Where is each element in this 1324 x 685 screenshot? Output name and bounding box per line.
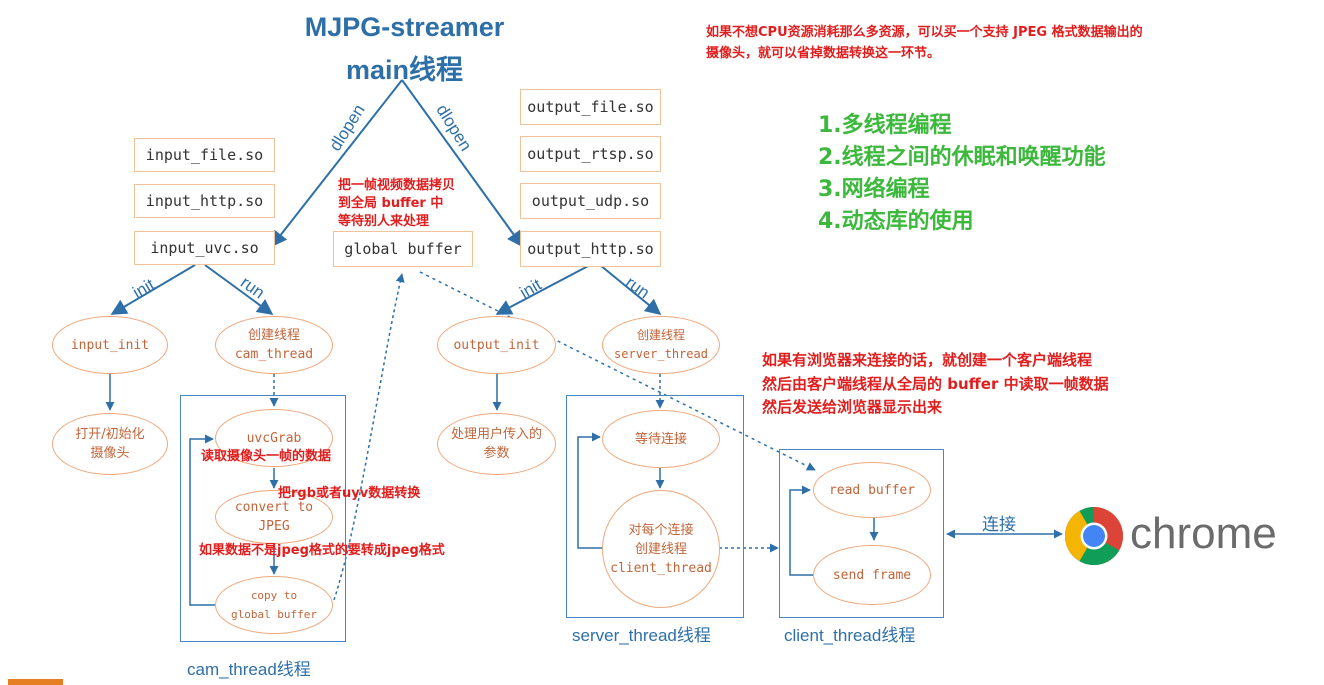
dlopen-right-arrow xyxy=(401,79,523,248)
output-rtsp-so: output_rtsp.so xyxy=(520,136,661,172)
dlopen-left-arrow xyxy=(271,79,403,248)
cam-thread-frame xyxy=(180,395,346,642)
topic-1: 1.多线程编程 xyxy=(818,113,952,138)
accent-bar xyxy=(8,679,63,685)
output-udp-so: output_udp.so xyxy=(520,183,661,219)
wait-connection-node: 等待连接 xyxy=(602,410,720,468)
top-note-line2: 摄像头，就可以省掉数据转换这一环节。 xyxy=(706,46,941,61)
read-buffer-node: read buffer xyxy=(813,462,931,518)
cam-note-convert: 把rgb或者uyv数据转换 xyxy=(278,486,421,501)
global-buffer-box: global buffer xyxy=(333,231,473,267)
global-buffer-note-2: 到全局 buffer 中 xyxy=(338,196,444,211)
cam-thread-label: cam_thread线程 xyxy=(187,660,311,679)
topic-2: 2.线程之间的休眠和唤醒功能 xyxy=(818,145,1106,170)
browser-note-3: 然后发送给浏览器显示出来 xyxy=(762,398,943,416)
global-buffer-note-3: 等待别人来处理 xyxy=(338,214,430,229)
cam-note-jpeg: 如果数据不是jpeg格式的要转成jpeg格式 xyxy=(199,543,445,558)
client-thread-label: client_thread线程 xyxy=(784,626,916,645)
output-http-so: output_http.so xyxy=(520,231,661,267)
title-line1: MJPG-streamer xyxy=(304,12,505,42)
output-init-node: output_init xyxy=(437,316,556,374)
open-init-camera-node: 打开/初始化 摄像头 xyxy=(52,413,168,475)
server-thread-label: server_thread线程 xyxy=(572,626,711,645)
server-thread-frame xyxy=(566,395,744,618)
topic-4: 4.动态库的使用 xyxy=(818,209,974,234)
create-client-thread-node: 对每个连接 创建线程 client_thread xyxy=(602,490,720,608)
browser-note-1: 如果有浏览器来连接的话，就创建一个客户端线程 xyxy=(762,351,1093,369)
topic-3: 3.网络编程 xyxy=(818,177,930,202)
global-buffer-note-1: 把一帧视频数据拷贝 xyxy=(338,178,456,193)
chrome-logo-icon xyxy=(1065,507,1123,565)
create-cam-thread-node: 创建线程 cam_thread xyxy=(215,316,333,374)
init-right-arrow xyxy=(495,264,591,315)
send-frame-node: send frame xyxy=(813,545,931,605)
process-params-node: 处理用户传入的 参数 xyxy=(437,413,556,475)
connect-label: 连接 xyxy=(982,515,1016,534)
cam-note-grab: 读取摄像头一帧的数据 xyxy=(201,449,332,464)
run-right-arrow xyxy=(599,264,662,316)
input-http-so: input_http.so xyxy=(134,184,275,218)
create-server-thread-node: 创建线程 server_thread xyxy=(602,316,720,374)
input-uvc-so: input_uvc.so xyxy=(134,231,275,265)
chrome-label: chrome xyxy=(1130,509,1277,558)
init-left-arrow xyxy=(110,264,196,315)
uvcgrab-node: uvcGrab xyxy=(215,409,333,467)
output-file-so: output_file.so xyxy=(520,89,661,125)
title-line2: main线程 xyxy=(345,55,464,85)
input-init-node: input_init xyxy=(52,316,168,374)
client-thread-frame xyxy=(779,449,944,618)
top-note-line1: 如果不想CPU资源消耗那么多资源，可以买一个支持 JPEG 格式数据输出的 xyxy=(706,25,1143,40)
run-left-arrow xyxy=(204,264,274,315)
convert-jpeg-node: convert to JPEG xyxy=(215,490,333,544)
copy-global-buffer-node: copy to global buffer xyxy=(215,576,333,634)
browser-note-2: 然后由客户端线程从全局的 buffer 中读取一帧数据 xyxy=(762,375,1109,393)
input-file-so: input_file.so xyxy=(134,138,275,172)
